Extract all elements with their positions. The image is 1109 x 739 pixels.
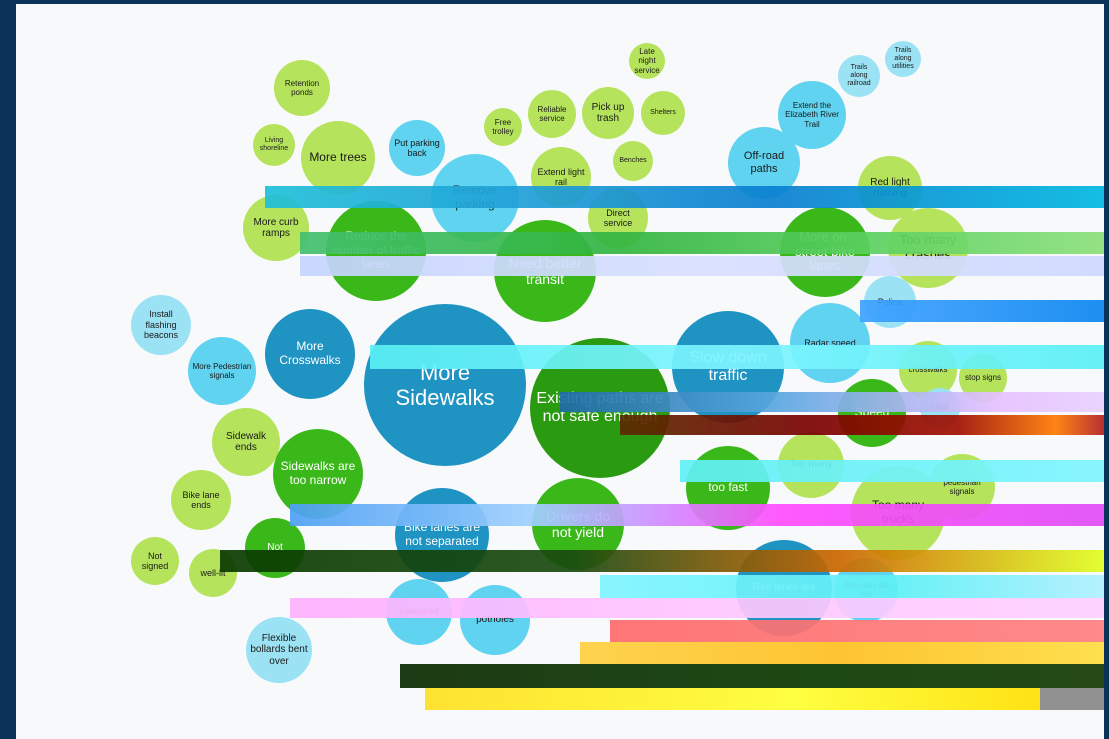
bubble-put-parking-back: Put parking back [389, 120, 445, 176]
bubble-retention-ponds: Retention ponds [274, 60, 330, 116]
bubble-bike-lane-ends: Bike lane ends [171, 470, 231, 530]
bubble-need-better-transit: Need better transit [494, 220, 596, 322]
bubble-extend-light-rail: Extend light rail [531, 147, 591, 207]
bubble-speed: Speed [838, 379, 906, 447]
bubble-too-many-trucks: Too many trucks [851, 466, 945, 560]
bubble-bike-lanes-are: Bike lanes are [736, 540, 832, 636]
bubble-flexible-bollards: Flexible bollards bent over [246, 617, 312, 683]
bubble-chart-canvas: Late night service Trails along utilities… [16, 4, 1104, 739]
glitch-band [400, 664, 1104, 688]
bubble-more-pedestrian-signals: More Pedestrian signals [188, 337, 256, 405]
glitch-band [1040, 688, 1104, 710]
bubble-sidewalk-ends: Sidewalk ends [212, 408, 280, 476]
bubble-not-well-lit: well-lit [189, 549, 237, 597]
bubble-living-shoreline: Living shoreline [253, 124, 295, 166]
bubble-more-crosswalks: More Crosswalks [265, 309, 355, 399]
bubble-off-road-paths: Off-road paths [728, 127, 800, 199]
glitch-band [580, 642, 1104, 664]
bubble-free-trolley: Free trolley [484, 108, 522, 146]
bubble-drivers-do-not-yield: Drivers do not yield [532, 478, 624, 570]
bubble-more-trees: More trees [301, 121, 375, 195]
bubble-sidewalks-too-narrow: Sidewalks are too narrow [273, 429, 363, 519]
bubble-local: Local [920, 388, 960, 428]
glitch-band [425, 688, 1040, 710]
bubble-more-street-bike-lanes: More on-street bike lanes [780, 207, 870, 297]
bubble-too-fast: too fast [686, 446, 770, 530]
bubble-potholes: potholes [460, 585, 530, 655]
bubble-more-sidewalks: More Sidewalks [364, 304, 526, 466]
bubble-pick-up-trash: Pick up trash [582, 87, 634, 139]
bubble-direct-service: Direct service [588, 188, 648, 248]
bubble-existing-paths: Existing paths are not safe enough [530, 338, 670, 478]
bubble-not: Not [245, 518, 305, 578]
bubble-reduce-traffic-lanes: Reduce the number of traffic lanes [326, 201, 426, 301]
bubble-too-many: Too many [778, 432, 844, 498]
bubble-stop-signs: stop signs [959, 354, 1007, 402]
bubble-reliable-service: Reliable service [528, 90, 576, 138]
bubble-remove-parking: Remove parking [431, 154, 519, 242]
bubble-install-flashing-beacons: Install flashing beacons [131, 295, 191, 355]
bubble-more-curb-ramps: More curb ramps [243, 195, 309, 261]
bubble-shelters: Shelters [641, 91, 685, 135]
glitch-band [610, 620, 1104, 642]
bubble-police: Police [864, 276, 916, 328]
bubble-not-signed: Not signed [131, 537, 179, 585]
bubble-radar-speed: Radar speed [790, 303, 870, 383]
bubble-maintained: maintained [386, 579, 452, 645]
bubble-slow-down-traffic: Slow down traffic [672, 311, 784, 423]
bubble-too-many-crashes: Too many crashes [888, 208, 968, 288]
bubble-trails-along-utilities: Trails along utilities [885, 41, 921, 77]
bubble-benches: Benches [613, 141, 653, 181]
bubble-trails-along-railroad: Trails along railroad [838, 55, 880, 97]
bubble-bicyclists-do-not: Bicyclists do not [834, 558, 898, 622]
glitch-band [220, 550, 1104, 572]
bubble-bike-lanes-not-separated: Bike lanes are not separated [395, 488, 489, 582]
bubble-late-night-service: Late night service [629, 43, 665, 79]
